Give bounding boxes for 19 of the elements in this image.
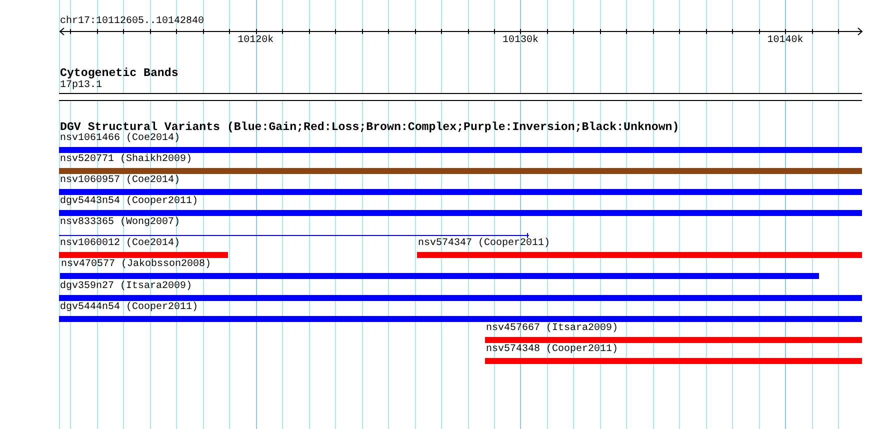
variant-label: nsv457667 (Itsara2009) [486, 322, 618, 335]
variant-label: nsv470577 (Jakobsson2008) [61, 259, 212, 272]
tick-label: 10120k [238, 34, 274, 47]
variant-label: dgv5443n54 (Cooper2011) [60, 196, 198, 208]
band-label: 17p13.1 [60, 80, 102, 92]
region-label: chr17:10112605..10142840 [60, 16, 204, 28]
tick-label: 10140k [767, 34, 804, 47]
variant-label: dgv5444n54 (Cooper2011) [60, 302, 198, 314]
variant-label: nsv833365 (Wong2007) [60, 217, 180, 230]
variant-label: nsv1060957 (Coe2014) [60, 175, 180, 188]
variant-label: nsv1061466 (Coe2014) [60, 133, 180, 146]
tick-label: 10130k [502, 34, 538, 47]
variant-label: dgv359n27 (Itsara2009) [60, 280, 192, 292]
variant-label: nsv520771 (Shaikh2009) [60, 154, 192, 166]
variant-label: nsv574347 (Cooper2011) [418, 238, 550, 250]
track-title: DGV Structural Variants (Blue:Gain;Red:Loss;Brown:Complex;Purple:Inversion;Black:Unknown) [60, 120, 680, 134]
track-title: Cytogenetic Bands [60, 67, 178, 80]
variant-label: nsv574348 (Cooper2011) [486, 344, 618, 356]
variant-label: nsv1060012 (Coe2014) [60, 238, 180, 250]
